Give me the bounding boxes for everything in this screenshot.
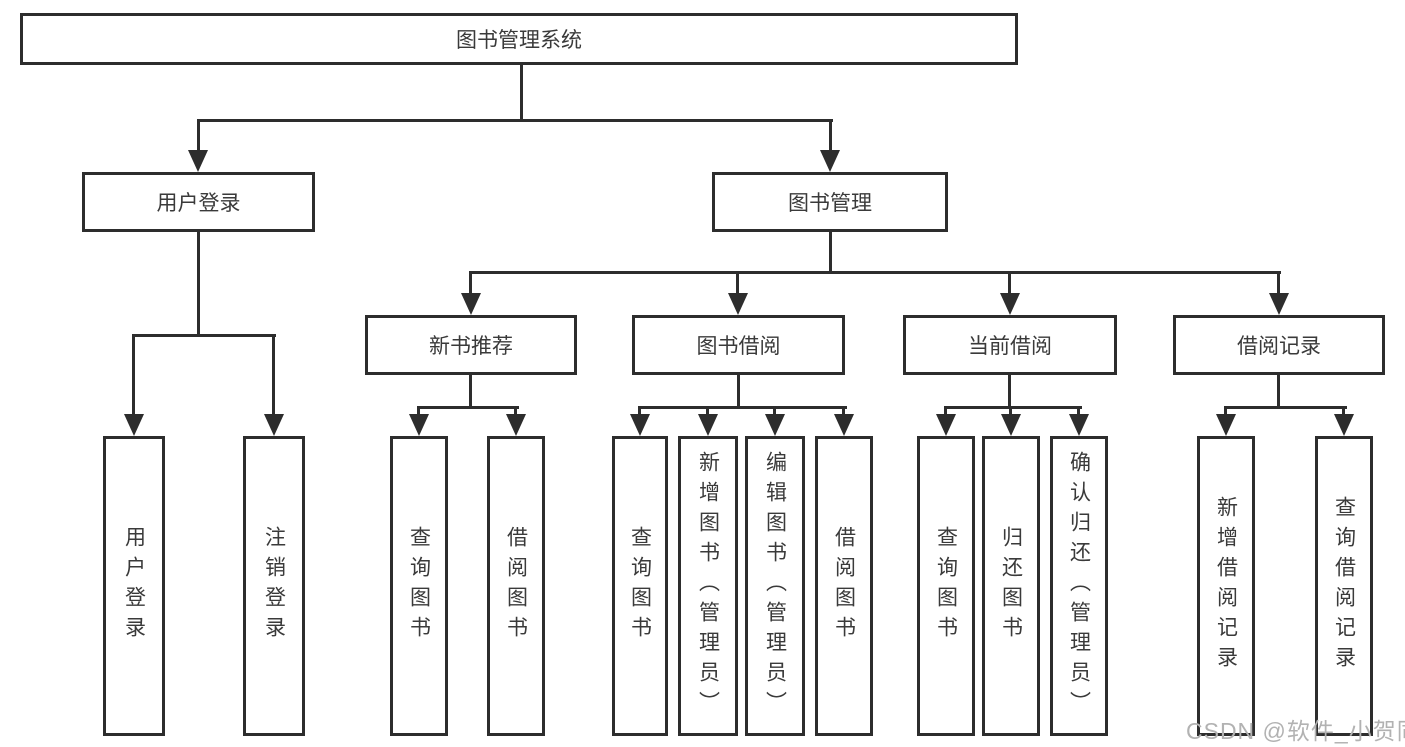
connector-line	[197, 119, 833, 122]
connector-line	[132, 334, 135, 416]
node-new-book-recommend: 新书推荐	[365, 315, 577, 375]
arrowhead-down-icon	[698, 414, 718, 436]
node-borrow-records: 借阅记录	[1173, 315, 1385, 375]
connector-line	[1224, 406, 1227, 418]
node-leaf-add-borrow-record: 新增借阅记录	[1197, 436, 1255, 736]
arrowhead-down-icon	[124, 414, 144, 436]
arrowhead-down-icon	[1000, 293, 1020, 315]
arrowhead-down-icon	[728, 293, 748, 315]
connector-line	[638, 406, 847, 409]
connector-line	[773, 406, 776, 418]
connector-line	[736, 271, 739, 295]
arrowhead-down-icon	[1001, 414, 1021, 436]
node-leaf-return-books: 归还图书	[982, 436, 1040, 736]
connector-line	[1008, 271, 1011, 295]
node-leaf-query-borrow-record: 查询借阅记录	[1315, 436, 1373, 736]
node-leaf-logout: 注销登录	[243, 436, 305, 736]
arrowhead-down-icon	[630, 414, 650, 436]
node-leaf-borrow-books-recommend: 借阅图书	[487, 436, 545, 736]
connector-line	[417, 406, 420, 418]
connector-line	[417, 406, 519, 409]
arrowhead-down-icon	[1069, 414, 1089, 436]
connector-line	[197, 232, 200, 337]
arrowhead-down-icon	[264, 414, 284, 436]
connector-line	[1342, 406, 1345, 418]
connector-line	[706, 406, 709, 418]
arrowhead-down-icon	[1334, 414, 1354, 436]
arrowhead-down-icon	[834, 414, 854, 436]
connector-line	[1008, 375, 1011, 409]
connector-line	[197, 119, 200, 152]
node-user-login-module: 用户登录	[82, 172, 315, 232]
connector-line	[514, 406, 517, 418]
connector-line	[829, 119, 832, 152]
connector-line	[842, 406, 845, 418]
arrowhead-down-icon	[1216, 414, 1236, 436]
arrowhead-down-icon	[461, 293, 481, 315]
node-library-system: 图书管理系统	[20, 13, 1018, 65]
arrowhead-down-icon	[188, 150, 208, 172]
node-leaf-borrow-books: 借阅图书	[815, 436, 873, 736]
connector-line	[469, 375, 472, 409]
connector-line	[1277, 375, 1280, 409]
connector-line	[469, 271, 1281, 274]
node-leaf-confirm-return-admin: 确认归还（管理员）	[1050, 436, 1108, 736]
node-leaf-edit-books-admin: 编辑图书（管理员）	[745, 436, 805, 736]
node-book-borrow: 图书借阅	[632, 315, 845, 375]
connector-line	[272, 334, 275, 416]
arrowhead-down-icon	[820, 150, 840, 172]
node-leaf-query-books-recommend: 查询图书	[390, 436, 448, 736]
arrowhead-down-icon	[1269, 293, 1289, 315]
node-current-borrow: 当前借阅	[903, 315, 1117, 375]
watermark-text: CSDN @软件_小贺同学	[1186, 718, 1405, 744]
connector-line	[829, 232, 832, 274]
connector-line	[1009, 406, 1012, 418]
connector-line	[1277, 271, 1280, 295]
arrowhead-down-icon	[409, 414, 429, 436]
arrowhead-down-icon	[765, 414, 785, 436]
connector-line	[132, 334, 276, 337]
node-leaf-query-books-borrow: 查询图书	[612, 436, 668, 736]
connector-line	[469, 271, 472, 295]
connector-line	[1224, 406, 1347, 409]
connector-line	[944, 406, 947, 418]
arrowhead-down-icon	[506, 414, 526, 436]
node-leaf-user-login: 用户登录	[103, 436, 165, 736]
connector-line	[1077, 406, 1080, 418]
connector-line	[520, 65, 523, 121]
connector-line	[944, 406, 1082, 409]
node-book-management-module: 图书管理	[712, 172, 948, 232]
node-leaf-add-books-admin: 新增图书（管理员）	[678, 436, 738, 736]
connector-line	[737, 375, 740, 409]
node-leaf-query-books-current: 查询图书	[917, 436, 975, 736]
connector-line	[638, 406, 641, 418]
arrowhead-down-icon	[936, 414, 956, 436]
